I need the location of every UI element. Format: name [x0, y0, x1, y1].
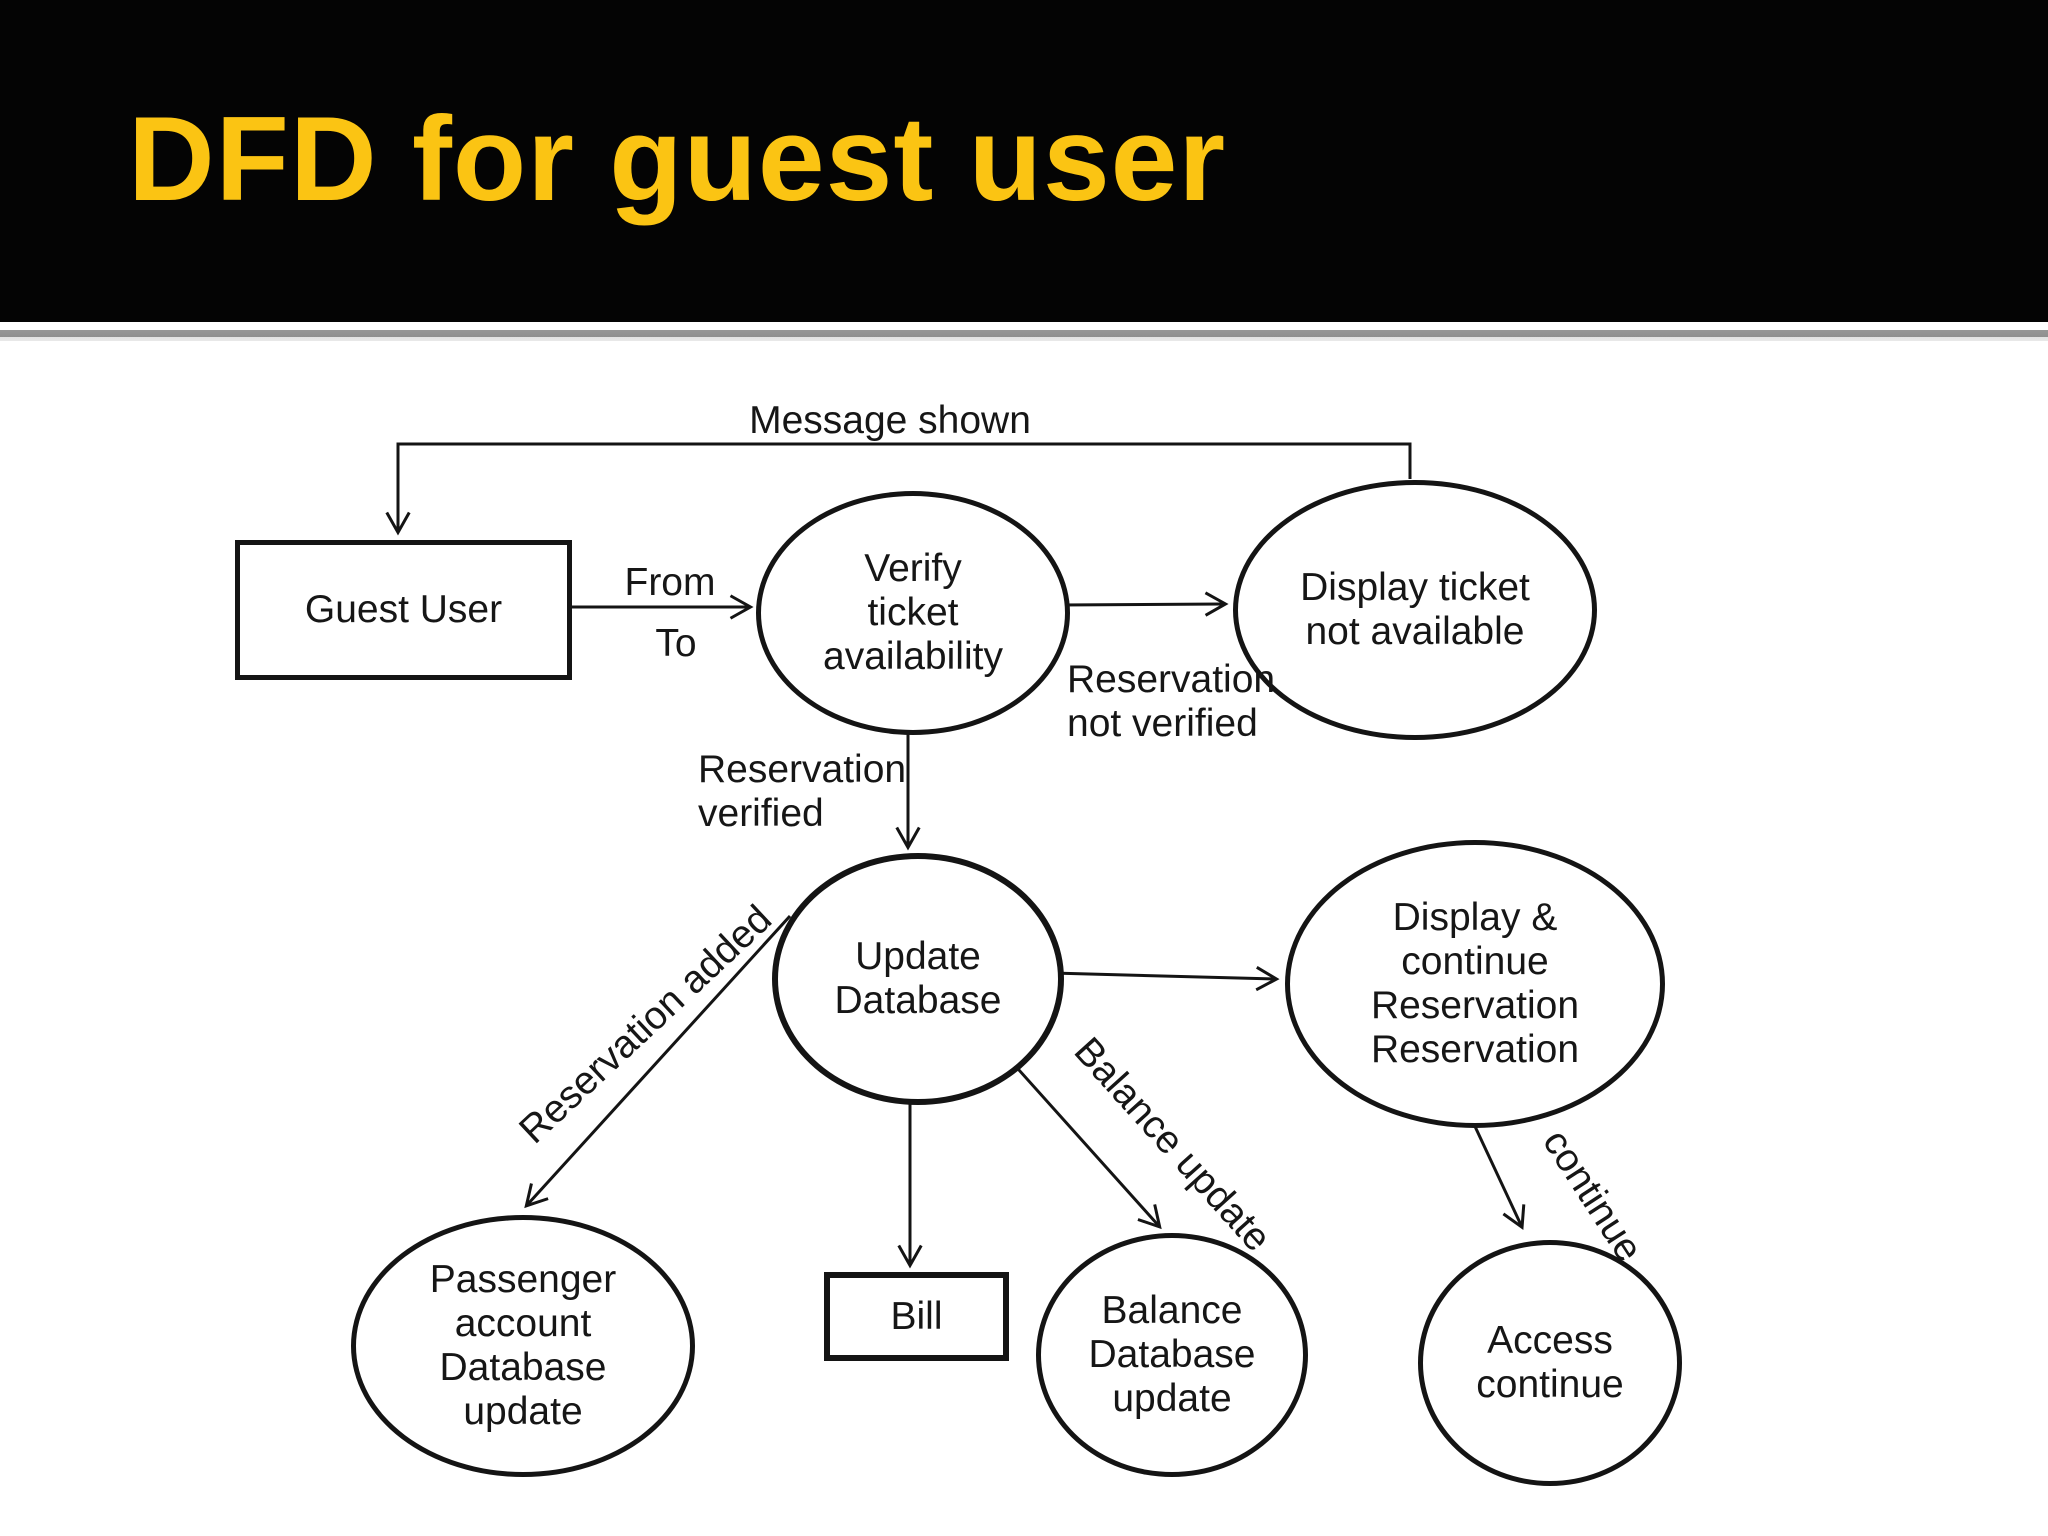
passenger-account-database-update-label: Passenger account Database update — [429, 1258, 617, 1433]
access-continue-label: Access continue — [1476, 1319, 1624, 1406]
arrow-update-to-passenger — [524, 914, 792, 1209]
arrow-update-to-balance — [1008, 1058, 1162, 1230]
process-passenger-account-database-update: Passenger account Database update — [351, 1215, 695, 1477]
process-verify-ticket-availability: Verify ticket availability — [756, 491, 1070, 735]
display-continue-reservation-label: Display & continue Reservation Reservati… — [1370, 896, 1580, 1071]
balance-database-update-label: Balance Database update — [1088, 1289, 1256, 1420]
verify-ticket-label: Verify ticket availability — [823, 547, 1003, 678]
edge-label-reservation-verified: Reservation verified — [698, 748, 907, 835]
bill-label: Bill — [890, 1294, 943, 1338]
edge-label-message-shown: Message shown — [749, 399, 1031, 442]
process-display-continue-reservation: Display & continue Reservation Reservati… — [1285, 840, 1665, 1128]
header-separator-line — [0, 322, 2048, 348]
edge-label-reservation-not-verified: Reservation not verified — [1067, 658, 1276, 745]
arrow-message-shown — [385, 442, 1412, 536]
process-access-continue: Access continue — [1418, 1240, 1682, 1486]
data-store-bill: Bill — [824, 1272, 1009, 1361]
edge-label-to: To — [655, 622, 697, 665]
process-balance-database-update: Balance Database update — [1036, 1233, 1308, 1477]
process-display-ticket-not-available: Display ticket not available — [1233, 480, 1597, 740]
arrow-display-continue-to-access — [1470, 1119, 1526, 1231]
arrow-verify-to-display-not-available — [1059, 591, 1229, 617]
external-entity-guest-user: Guest User — [235, 540, 572, 680]
arrow-update-to-display-continue — [1051, 965, 1280, 992]
display-ticket-not-available-label: Display ticket not available — [1300, 566, 1530, 653]
edge-label-from: From — [624, 561, 716, 604]
title-banner: DFD for guest user — [0, 0, 2048, 322]
guest-user-label: Guest User — [304, 588, 503, 631]
update-database-label: Update Database — [834, 935, 1002, 1022]
process-update-database: Update Database — [772, 853, 1064, 1105]
page-title: DFD for guest user — [128, 92, 1227, 226]
